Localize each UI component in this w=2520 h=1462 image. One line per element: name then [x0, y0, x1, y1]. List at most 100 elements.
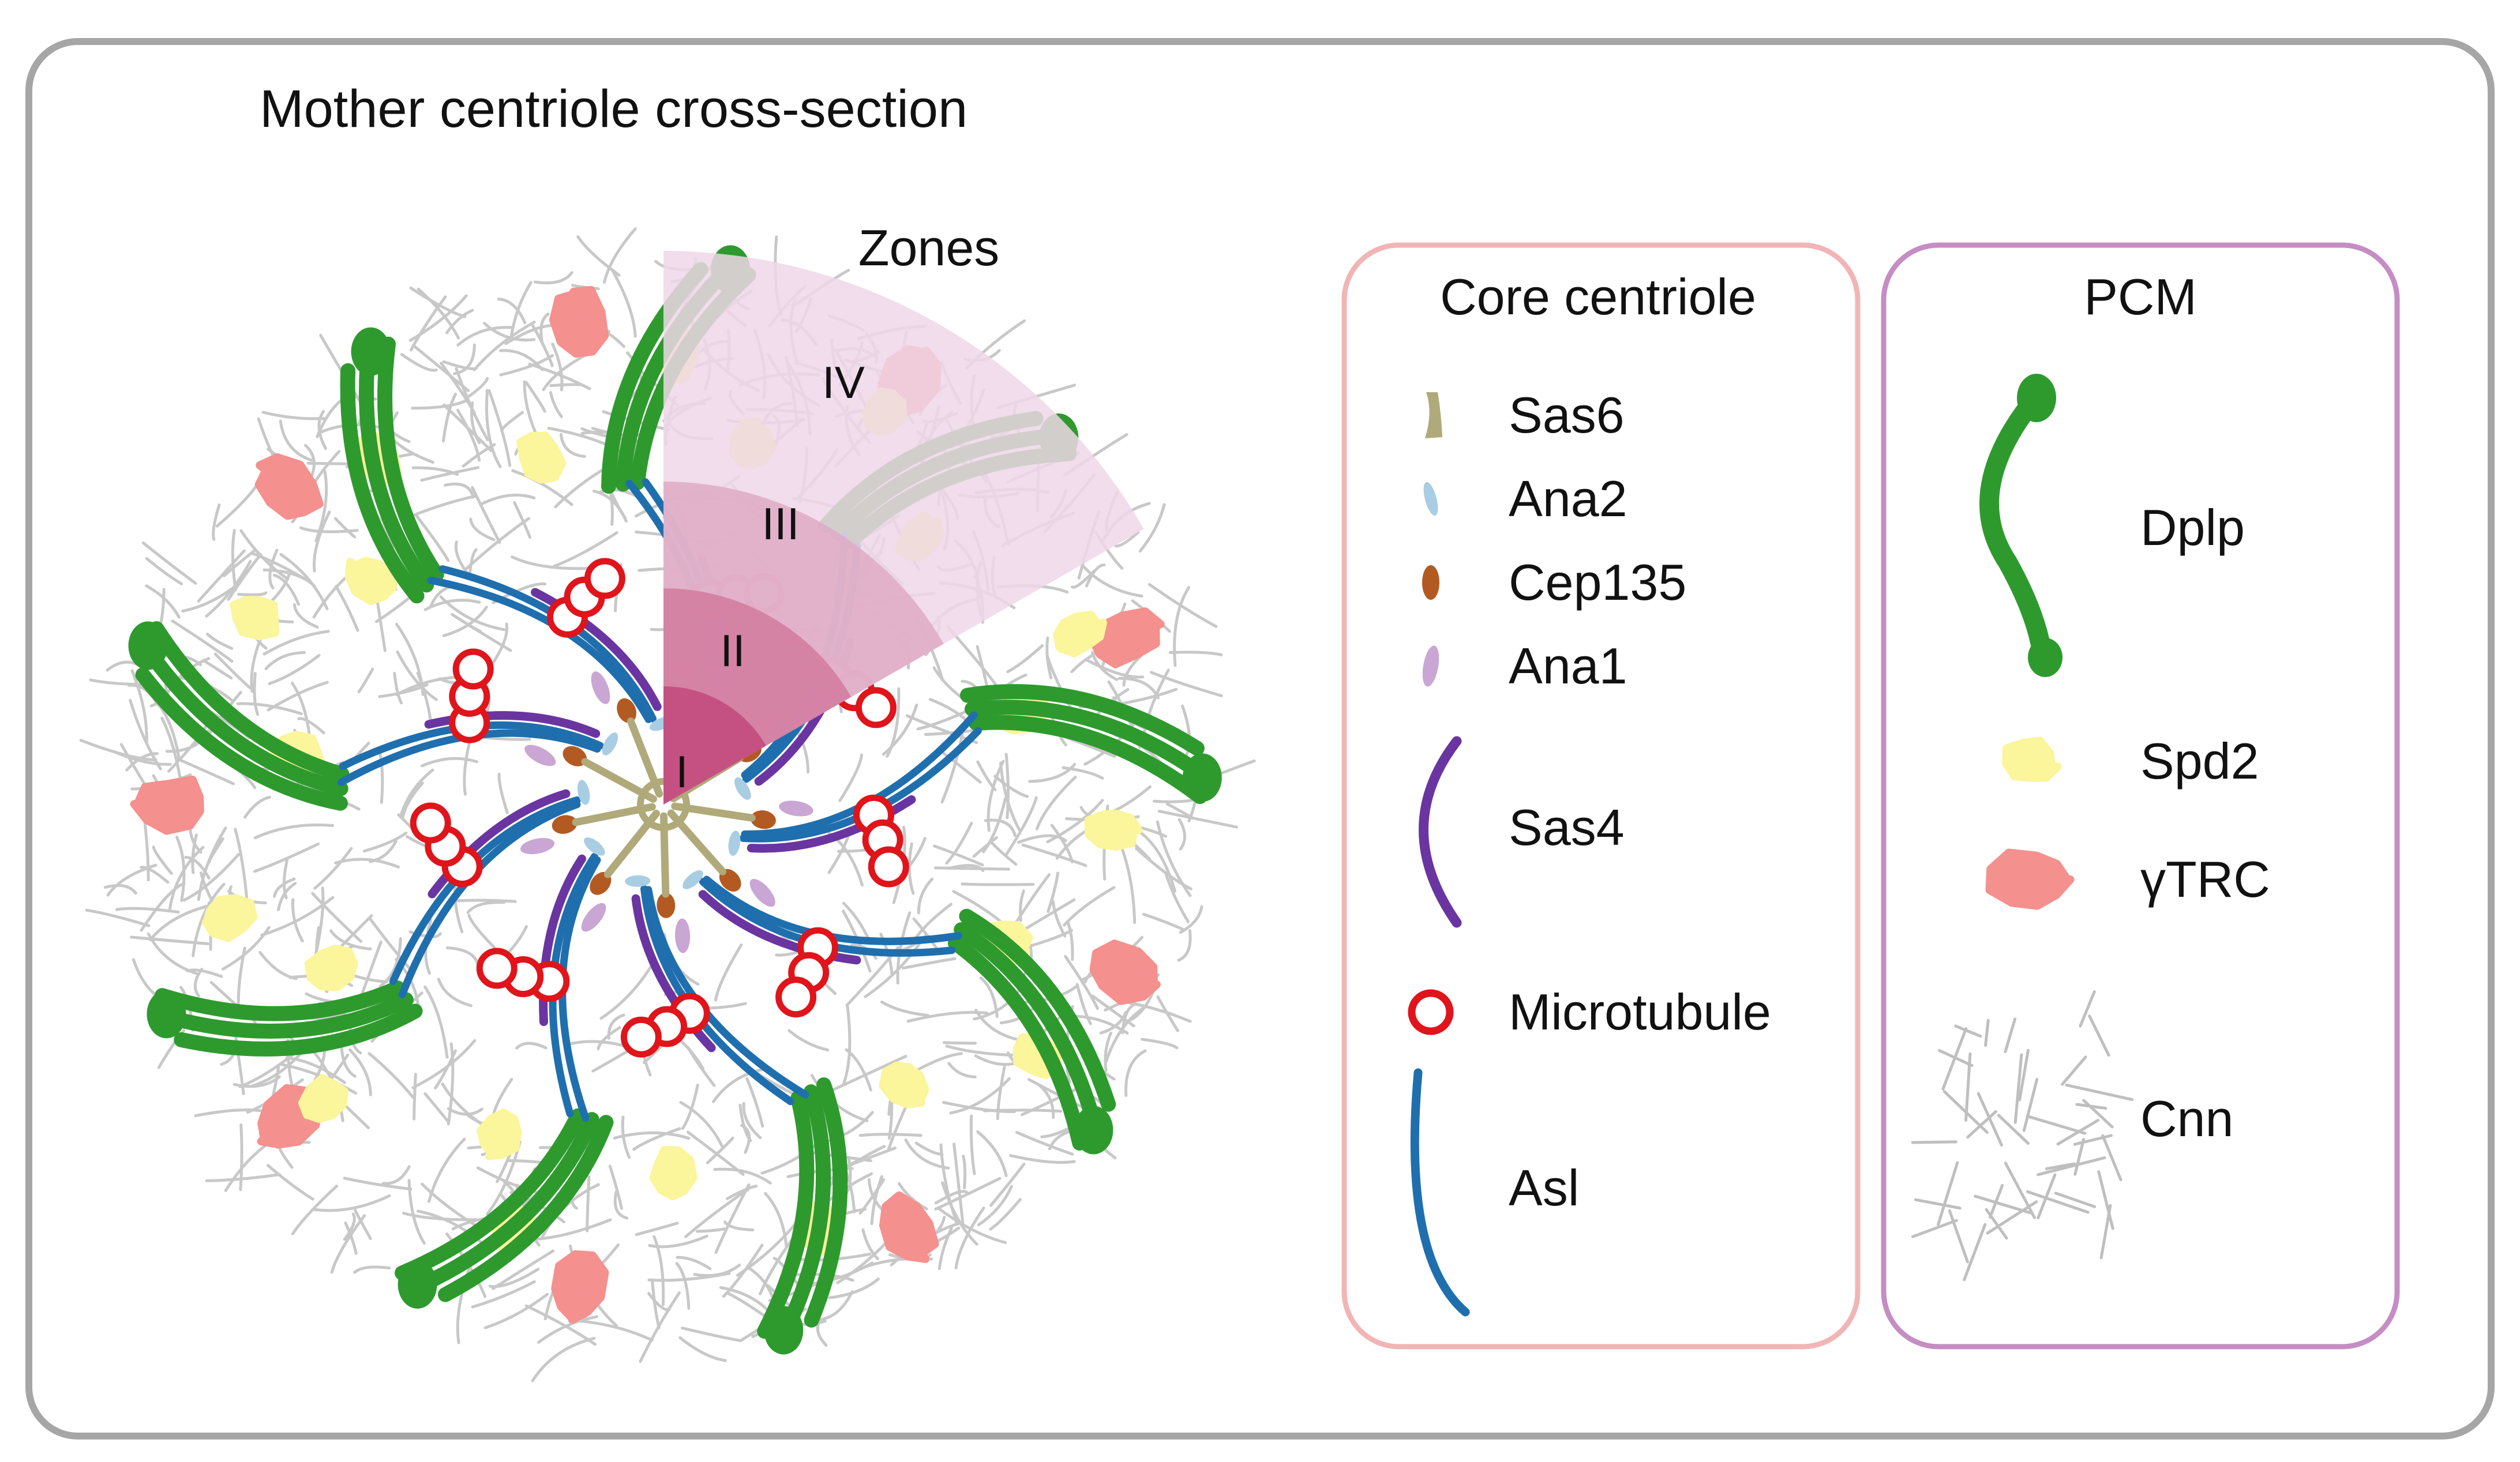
dplp-icon-shape [1979, 394, 2052, 664]
cnn-strand [103, 884, 137, 895]
cnn-strand [479, 493, 536, 506]
cnn-strand [787, 1029, 830, 1052]
sas6-icon-shape [1425, 392, 1442, 438]
ana2-mark [734, 777, 751, 800]
cnn-strand [509, 281, 532, 342]
cnn-strand [445, 309, 474, 335]
cnn-strand [933, 866, 1010, 871]
cnn-strand [456, 326, 515, 347]
cnn-strand [182, 853, 240, 902]
cnn-strand [445, 946, 479, 965]
spd2-blob [879, 1061, 929, 1108]
dplp-strand [947, 935, 1088, 1151]
sas6-icon [1425, 392, 1442, 438]
cnn-strand [175, 836, 186, 902]
cnn-strand [714, 944, 743, 1002]
spd2-icon [2002, 736, 2062, 782]
dplp-strand [416, 1112, 599, 1292]
cnn-strand [408, 294, 468, 342]
sas4-icon-shape [1419, 736, 1462, 928]
dplp-strand [968, 715, 1208, 805]
gtrc-blob [254, 453, 324, 520]
cnn-icon-strand [2026, 1190, 2090, 1214]
cnn-strand [858, 1133, 922, 1137]
cnn-strand [945, 821, 973, 865]
cnn-strand [115, 907, 180, 914]
cnn-strand [1148, 582, 1218, 628]
cnn-icon-strand [2099, 1204, 2112, 1260]
cnn-strand [253, 672, 260, 716]
cnn-strand [483, 322, 536, 342]
cnn-strand [1022, 898, 1076, 932]
cnn-strand [297, 717, 325, 735]
dplp-icon-head [2017, 374, 2056, 422]
cnn-strand [466, 900, 506, 914]
cnn-strand [184, 856, 211, 880]
cnn-strand [679, 1101, 723, 1148]
cnn-strand [1138, 503, 1166, 553]
dplp-strand [781, 1084, 831, 1334]
cnn-strand [420, 466, 480, 482]
cnn-strand [497, 772, 509, 814]
cnn-strand [442, 392, 457, 443]
pcm-legend-label: Spd2 [2140, 732, 2259, 790]
cnn-icon-strand [1964, 1052, 1972, 1122]
zone-label: III [762, 498, 799, 549]
cnn-strand [401, 781, 424, 820]
cnn-strand [1156, 820, 1192, 897]
cnn-strand [354, 1209, 372, 1241]
cnn-strand [1009, 1154, 1076, 1164]
cnn-icon-strand [1989, 1183, 2004, 1219]
cnn-strand [845, 1048, 872, 1092]
cnn-strand [1005, 796, 1038, 855]
cnn-strand [202, 659, 233, 680]
cnn-strand [551, 343, 564, 392]
ana1-mark [675, 918, 691, 953]
dplp-strand [377, 336, 444, 582]
cnn-strand [485, 389, 502, 468]
cnn-strand [652, 1235, 665, 1306]
ana1-mark [591, 671, 610, 704]
cnn-strand [886, 687, 901, 758]
cnn-strand [378, 683, 429, 698]
cnn-strand [513, 501, 532, 539]
cnn-strand [238, 1049, 299, 1088]
cnn-strand [553, 531, 618, 568]
cnn-strand [399, 768, 434, 819]
microtubule [620, 1016, 662, 1058]
cnn-strand [194, 1108, 268, 1118]
microtubule [855, 687, 897, 728]
cnn-strand [937, 1227, 953, 1271]
cnn-strand [291, 898, 304, 943]
cnn-strand [651, 1280, 661, 1329]
core-legend-label: Asl [1509, 1159, 1579, 1216]
cnn-strand [468, 548, 478, 577]
cnn-icon-strand [2061, 1055, 2087, 1086]
cnn-strand [1157, 810, 1238, 829]
cnn-strand [142, 541, 197, 585]
cnn-strand [941, 1181, 978, 1246]
ana2-mark [602, 732, 618, 756]
cnn-strand [464, 517, 530, 570]
cnn-strand [353, 1265, 391, 1274]
cnn-strand [197, 549, 246, 603]
pcm-panel [1881, 242, 2400, 1350]
cnn-strand [348, 1048, 372, 1096]
cnn-strand [1124, 1049, 1147, 1097]
cnn-strand [536, 1218, 612, 1241]
cnn-strand [764, 1192, 788, 1249]
cnn-icon-strand [2013, 1053, 2023, 1124]
cnn-strand [243, 795, 271, 819]
cnn-icon-strand [1941, 1027, 1968, 1091]
cnn-strand [268, 653, 321, 685]
cnn-icon-strand [1977, 1092, 2003, 1147]
cnn-icon-strand [1948, 1209, 1969, 1264]
cnn-strand [907, 842, 915, 895]
spd2-blob [344, 557, 397, 606]
cnn-strand [940, 726, 965, 804]
cnn-strand [621, 1115, 631, 1159]
cnn-strand [79, 739, 158, 762]
